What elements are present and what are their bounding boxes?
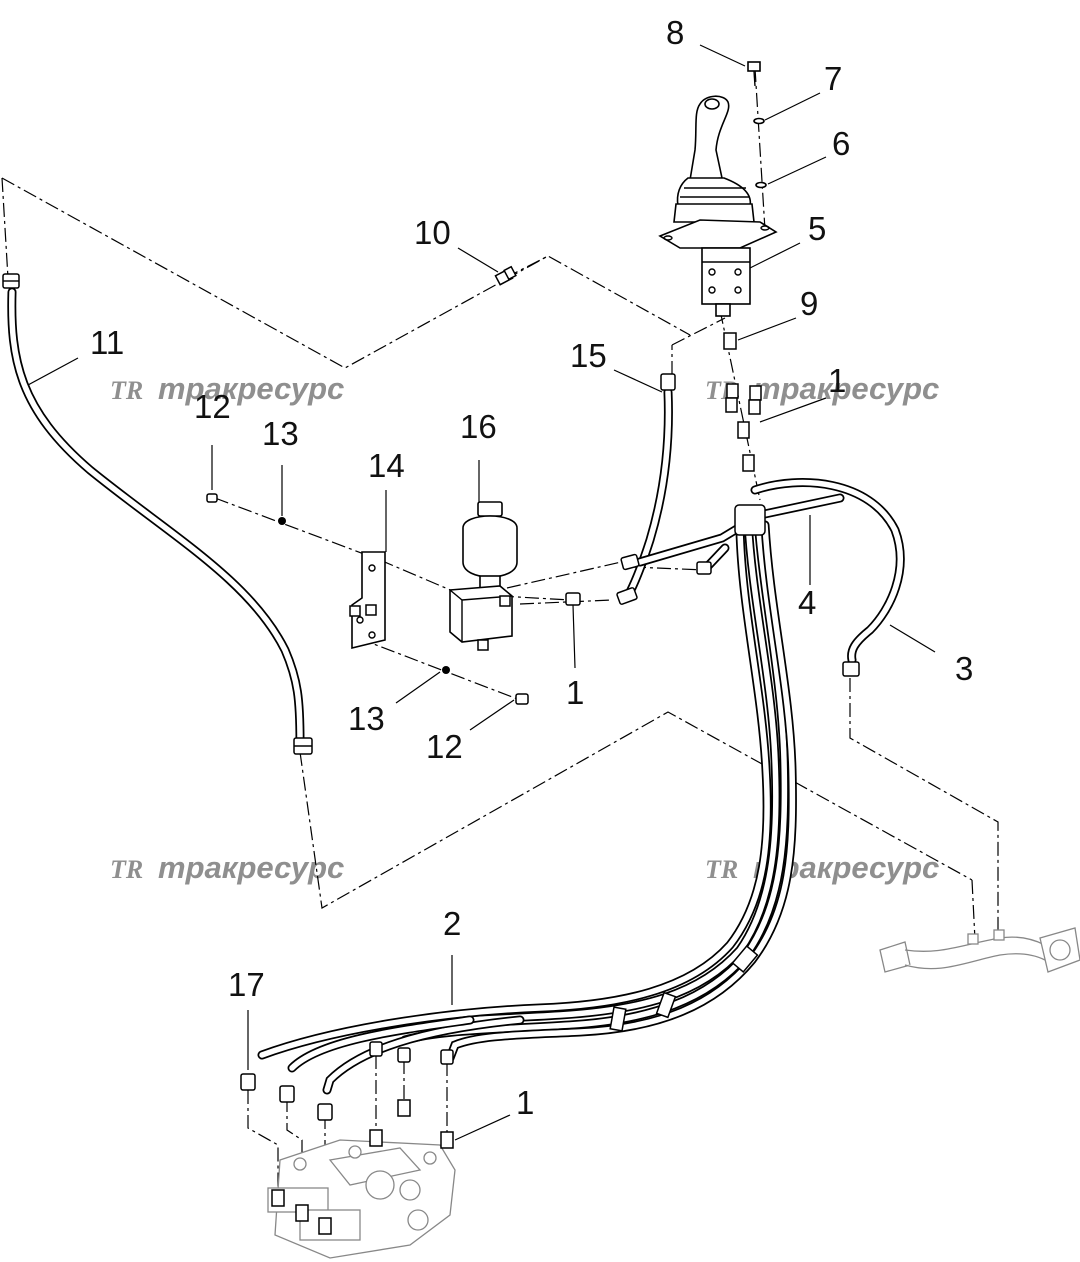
leader-lines [27, 44, 936, 1141]
plug-10 [494, 265, 517, 286]
accumulator-16 [449, 501, 581, 651]
callout-12-bottom: 12 [426, 728, 463, 765]
adapter-1b [749, 385, 762, 401]
callout-7: 7 [824, 60, 842, 97]
callout-17: 17 [228, 966, 265, 1003]
hose-11 [2, 273, 313, 755]
callout-1-bottom: 1 [516, 1084, 534, 1121]
screws-12-13 [206, 493, 529, 705]
callout-15: 15 [570, 337, 607, 374]
washer-7 [753, 117, 765, 125]
watermark-text: тракресурс [158, 371, 344, 406]
bolt-8 [747, 61, 761, 72]
watermark-top-left: ТR тракресурс [110, 371, 344, 406]
adapter-1a [726, 383, 739, 399]
callout-11: 11 [90, 324, 124, 361]
callout-3: 3 [955, 650, 973, 687]
callout-8: 8 [666, 14, 684, 51]
callout-1-center: 1 [566, 674, 584, 711]
bracket-14 [349, 551, 386, 650]
callout-6: 6 [832, 125, 850, 162]
watermark-top-right: ТR тракресурс [705, 371, 939, 406]
callout-10: 10 [414, 214, 451, 251]
callout-16: 16 [460, 408, 497, 445]
hose-bundle-manifold [734, 504, 766, 536]
callout-1-top: 1 [828, 362, 846, 399]
adapter-1-center [565, 592, 581, 606]
joystick-assembly [658, 61, 778, 472]
watermark-text: тракресурс [158, 850, 344, 885]
callout-9: 9 [800, 285, 818, 322]
joystick-handle [689, 95, 730, 181]
joystick-valve-body [701, 247, 751, 305]
callout-13-top: 13 [262, 415, 299, 452]
watermark-text: тракресурс [753, 371, 939, 406]
washer-6 [755, 181, 767, 189]
valve-block [449, 585, 513, 643]
joystick-button [704, 98, 720, 110]
hose-15 [616, 373, 676, 605]
callout-5: 5 [808, 210, 826, 247]
callout-labels: 8 7 6 5 10 9 11 15 1 12 13 16 14 4 3 1 1… [90, 14, 973, 1121]
callout-12-top: 12 [194, 388, 231, 425]
callout-4: 4 [798, 584, 816, 621]
callout-2: 2 [443, 905, 461, 942]
watermark-logo: ТR [705, 855, 738, 884]
watermark-bottom-left: ТR тракресурс [110, 850, 344, 885]
assembly-center-lines [1, 67, 999, 1225]
callout-14: 14 [368, 447, 405, 484]
hoses-3-4 [257, 478, 905, 1095]
outlet-pipe [879, 927, 1080, 973]
watermark-logo: ТR [110, 855, 143, 884]
joystick-mounting-plate [658, 219, 778, 249]
watermark-logo: ТR [110, 376, 143, 405]
callout-13-bottom: 13 [348, 700, 385, 737]
joystick-boot [676, 177, 752, 207]
control-valve [240, 1041, 456, 1259]
joystick-valve-port [715, 303, 731, 317]
watermark-bottom-right: ТR тракресурс [705, 850, 939, 885]
adapter-9 [723, 332, 737, 350]
